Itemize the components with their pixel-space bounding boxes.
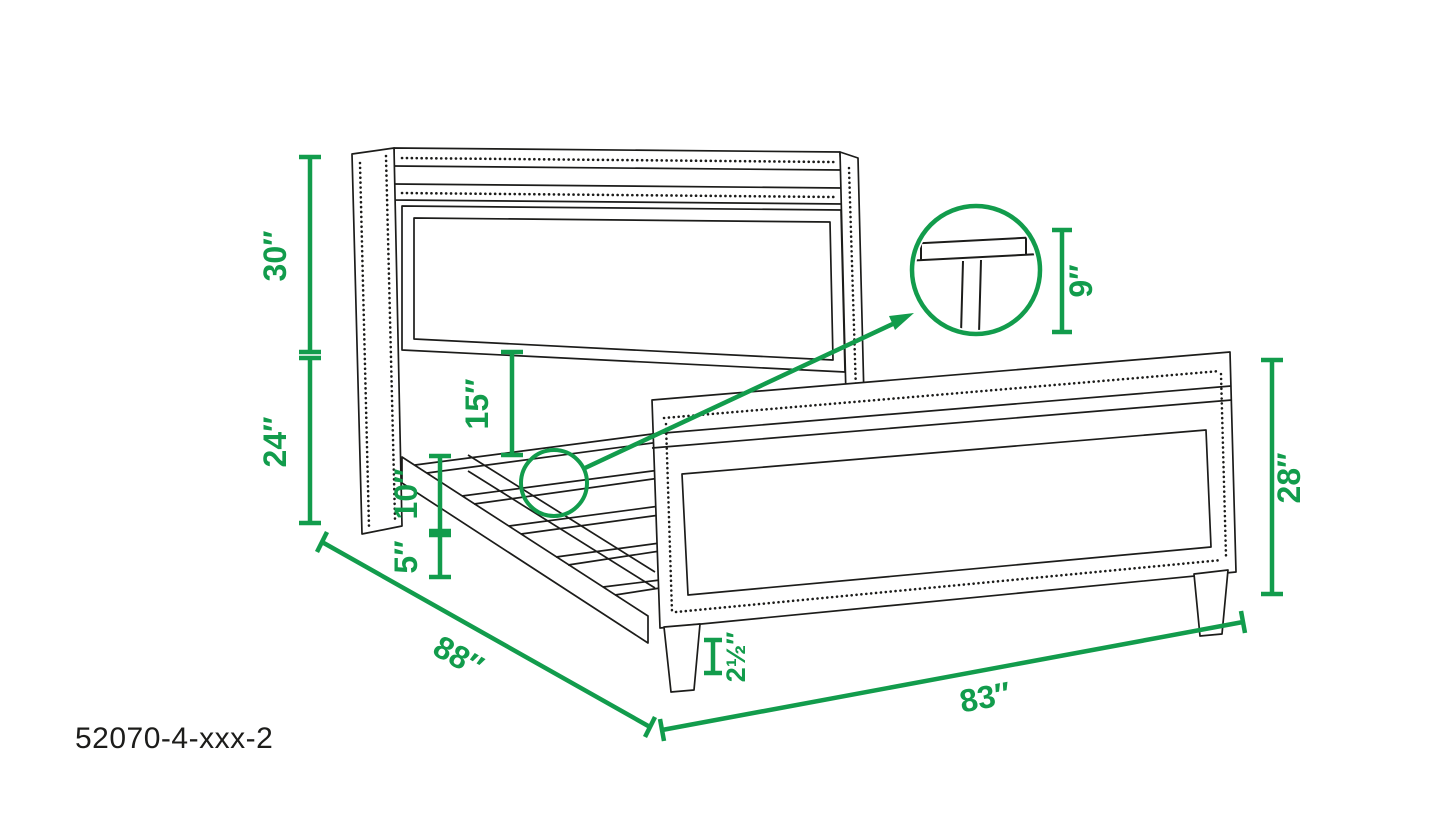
callout-arrowhead [889, 313, 914, 330]
bed-base-drawing [401, 432, 661, 644]
footboard-left-leg [663, 623, 701, 693]
dim-9-label: 9″ [1063, 264, 1099, 297]
headboard-left-post-nailhead-trim [358, 154, 397, 529]
dim-28-label: 28″ [1271, 453, 1307, 504]
footboard-right-leg [1193, 569, 1229, 637]
dim-2half-line [704, 637, 722, 676]
callout-arrow-line [584, 319, 898, 471]
dim-83-line [657, 610, 1248, 742]
headboard-crown-nailhead-trim [400, 156, 838, 199]
dim-83-label: 83″ [957, 675, 1014, 720]
headboard-left-post [351, 147, 403, 535]
dim-15-line [501, 349, 523, 458]
footboard-panel [651, 351, 1237, 629]
dim-88-line [314, 530, 658, 739]
headboard-panel-inner-line [413, 217, 834, 361]
dim-2half-label: 2½″ [721, 632, 751, 683]
detail-zoom-circle [909, 203, 1043, 337]
headboard-right-post-nailhead-trim [847, 166, 858, 393]
footboard-nailhead-trim [662, 369, 1228, 614]
slat-junction-circle [519, 448, 589, 518]
dim-88-label: 88″ [427, 628, 489, 684]
dim-10-label: 10″ [388, 469, 424, 520]
dim-24-label: 24″ [257, 417, 293, 468]
dim-5-line [429, 532, 451, 580]
dim-5-label: 5″ [388, 540, 424, 573]
slats [414, 432, 661, 596]
footboard-inner-line [681, 429, 1212, 596]
dim-10-line [429, 453, 451, 534]
detail-rail-lines [916, 236, 1036, 330]
detail-callout [519, 203, 1043, 518]
side-rail [401, 456, 649, 644]
part-number: 52070-4-xxx-2 [75, 722, 273, 755]
dim-24-line [299, 355, 321, 526]
headboard-crown-lines [393, 165, 843, 189]
dim-30-label: 30″ [257, 231, 293, 282]
headboard-drawing [351, 147, 865, 535]
detail-rail-cross-section [916, 236, 1036, 330]
footboard-drawing [651, 351, 1237, 693]
headboard-panel [401, 205, 846, 373]
footboard-top-rail-lines [651, 385, 1233, 449]
dim-15-label: 15″ [459, 379, 495, 430]
dim-30-line [299, 154, 321, 355]
dim-9-line [1052, 227, 1072, 335]
dim-28-line [1261, 357, 1283, 597]
